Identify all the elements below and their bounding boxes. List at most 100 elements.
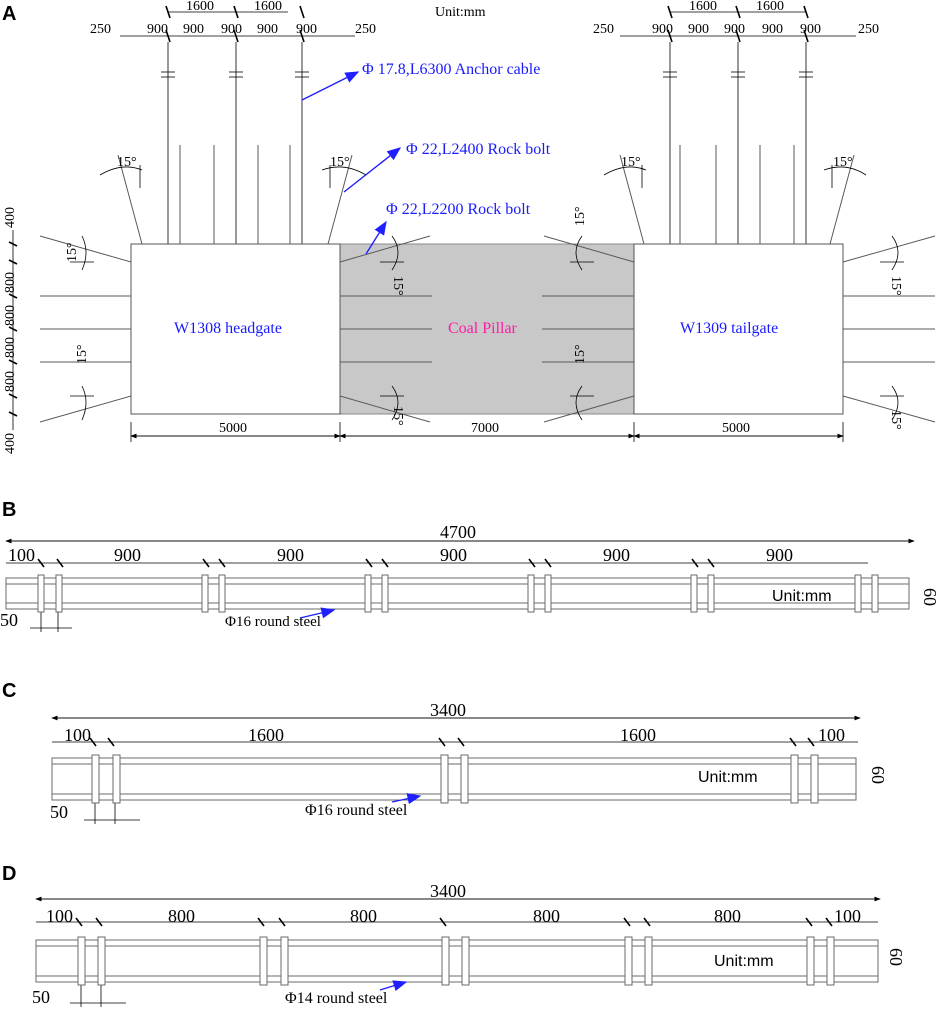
dim-a-top-right-2: 900 [688, 22, 709, 37]
angle-side-4: 15° [390, 406, 405, 426]
unit-label-a: Unit:mm [435, 5, 486, 20]
dim-b-2: 900 [277, 545, 304, 565]
dim-a-top-right-1: 900 [652, 22, 673, 37]
panel-label-b: B [2, 499, 16, 521]
tailgate-label: W1309 tailgate [680, 320, 778, 337]
dim-a-top-left-2: 900 [183, 22, 204, 37]
dim-a-bottom-0: 5000 [219, 421, 247, 436]
rock-bolt-2200-arrow [365, 220, 387, 255]
angle-side-5: 15° [573, 206, 588, 226]
headgate-roadway [130, 243, 341, 415]
dim-d-gap: 50 [32, 987, 50, 1007]
headgate-label: W1308 headgate [174, 320, 282, 337]
beam-d [35, 936, 879, 986]
dim-a-top-left-0: 250 [90, 22, 111, 37]
angle-side-3: 15° [390, 276, 405, 296]
left-rib-bolts [39, 235, 132, 423]
dim-c-total: 3400 [430, 700, 466, 720]
dim-d-4: 800 [714, 906, 741, 926]
dim-a-top-right-6: 250 [858, 22, 879, 37]
angle-side-6: 15° [573, 344, 588, 364]
dim-b-0: 100 [8, 545, 35, 565]
unit-label-d: Unit:mm [714, 953, 774, 970]
dim-a-top-right-4: 900 [762, 22, 783, 37]
dim-a-top-left-5: 900 [296, 22, 317, 37]
steel-label-c: Φ16 round steel [305, 802, 408, 819]
dim-a-top-left-4: 900 [257, 22, 278, 37]
rock-bolt-2400-label: Φ 22,L2400 Rock bolt [406, 141, 551, 158]
beam-d-dimensions: 3400 100 800 800 800 800 100 50 60 [32, 881, 906, 1007]
dim-a-left-1: 800 [3, 272, 18, 293]
unit-label-b: Unit:mm [772, 588, 832, 605]
top-dimensions-right: 250 900 900 900 900 900 250 1600 1600 [593, 0, 879, 244]
dim-c-0: 100 [64, 725, 91, 745]
dim-c-height: 60 [868, 766, 888, 784]
dim-a-top-left-1: 900 [147, 22, 168, 37]
dim-a-span-right-1: 1600 [756, 0, 784, 14]
angle-top-1: 15° [117, 155, 137, 170]
unit-label-c: Unit:mm [698, 769, 758, 786]
dim-c-1: 1600 [248, 725, 284, 745]
coal-pillar-label: Coal Pillar [448, 320, 518, 337]
left-vertical-dimensions: 400 800 800 800 800 400 [3, 207, 18, 454]
panel-label-c: C [2, 680, 16, 702]
dim-d-height: 60 [886, 948, 906, 966]
dim-a-left-0: 400 [3, 207, 18, 228]
panel-label-a: A [2, 3, 16, 25]
angle-side-7: 15° [888, 276, 903, 296]
dim-b-total: 4700 [440, 522, 476, 542]
steel-arrow-d [379, 980, 408, 992]
panel-label-d: D [2, 863, 16, 885]
dim-a-left-2: 800 [3, 305, 18, 326]
dim-a-left-5: 400 [3, 433, 18, 454]
dim-d-total: 3400 [430, 881, 466, 901]
dim-b-1: 900 [114, 545, 141, 565]
angle-top-4: 15° [833, 155, 853, 170]
dim-a-span-left-1: 1600 [254, 0, 282, 14]
beam-b-dimensions: 4700 100 900 900 900 900 900 50 60 [0, 522, 940, 632]
dim-b-5: 900 [766, 545, 793, 565]
dim-a-top-left-6: 250 [355, 22, 376, 37]
rock-bolt-2400-arrow [343, 147, 402, 193]
right-rib-bolts [842, 235, 936, 423]
rock-bolt-2200-label: Φ 22,L2200 Rock bolt [386, 201, 531, 218]
dim-a-top-right-0: 250 [593, 22, 614, 37]
dim-d-3: 800 [533, 906, 560, 926]
anchor-cable-heads [161, 71, 813, 78]
dim-a-left-3: 800 [3, 337, 18, 358]
angle-side-2: 15° [75, 344, 90, 364]
dim-d-1: 800 [168, 906, 195, 926]
dim-c-2: 1600 [620, 725, 656, 745]
dim-c-3: 100 [818, 725, 845, 745]
dim-a-span-left-0: 1600 [186, 0, 214, 14]
steel-arrow-b [299, 607, 336, 619]
pillar-bolts-left [339, 235, 432, 423]
beam-b [5, 574, 910, 613]
tailgate-roadway [633, 243, 844, 415]
dim-a-top-left-3: 900 [221, 22, 242, 37]
beam-c [51, 754, 857, 804]
angle-top-2: 15° [330, 155, 350, 170]
dim-a-left-4: 800 [3, 371, 18, 392]
beam-c-dimensions: 3400 100 1600 1600 100 50 60 [50, 700, 888, 824]
anchor-cable-arrow [301, 71, 360, 101]
top-dimensions-left: 250 900 900 900 900 900 250 1600 1600 [90, 0, 376, 244]
dim-b-3: 900 [440, 545, 467, 565]
dim-c-gap: 50 [50, 802, 68, 822]
angle-side-8: 15° [888, 410, 903, 430]
steel-arrow-c [391, 793, 422, 805]
dim-a-bottom-1: 7000 [471, 421, 499, 436]
roof-bolts [117, 145, 855, 245]
angle-top-3: 15° [621, 155, 641, 170]
dim-b-height: 60 [920, 588, 940, 606]
dim-b-4: 900 [603, 545, 630, 565]
steel-label-d: Φ14 round steel [285, 990, 388, 1007]
dim-d-5: 100 [834, 906, 861, 926]
side-angle-marks: 15° 15° 15° 15° 15° 15° 15° 15° [65, 206, 904, 430]
pillar-bolts-right [542, 235, 635, 423]
dim-a-top-right-3: 900 [724, 22, 745, 37]
dim-a-span-right-0: 1600 [689, 0, 717, 14]
bottom-dimensions: 5000 7000 5000 [130, 421, 844, 442]
